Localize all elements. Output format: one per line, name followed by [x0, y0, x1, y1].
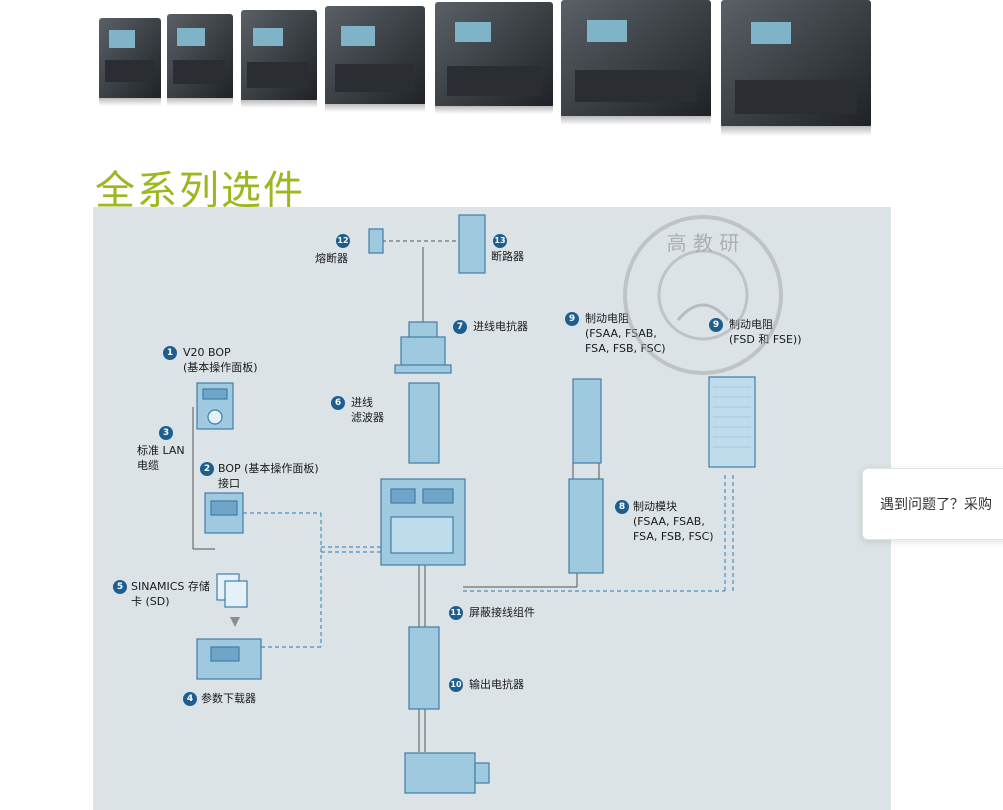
callout-12-number: 12 [336, 234, 350, 248]
watermark-seal: 高 教 研 [623, 215, 783, 375]
drive-3 [241, 10, 317, 108]
callout-13-label: 断路器 [491, 250, 524, 263]
drive-4 [325, 6, 425, 112]
drive-1 [99, 18, 161, 106]
diagram-panel: 1 V20 BOP (基本操作面板) 2 BOP (基本操作面板) 接口 3 标… [93, 207, 891, 810]
callout-2-number: 2 [200, 462, 214, 476]
chat-popup[interactable]: 遇到问题了？采购 [862, 468, 1003, 540]
callout-9a-label: 制动电阻 (FSAA, FSAB, FSA, FSB, FSC) [585, 312, 666, 355]
drive-6 [561, 0, 711, 125]
callout-3-number: 3 [159, 426, 173, 440]
callout-11-number: 11 [449, 606, 463, 620]
drive-7 [721, 0, 871, 136]
product-lineup-image [99, 0, 871, 136]
callout-4-number: 4 [183, 692, 197, 706]
chat-prompt-text[interactable]: 遇到问题了？采购 [880, 497, 992, 513]
callout-6-number: 6 [331, 396, 345, 410]
section-heading: 全系列选件 [95, 168, 305, 214]
callout-9b-label: 制动电阻 (FSD 和 FSE)) [729, 318, 802, 346]
callout-11-label: 屏蔽接线组件 [469, 606, 535, 619]
callout-7-label: 进线电抗器 [473, 320, 528, 333]
callout-5-label: SINAMICS 存储 卡 (SD) [131, 580, 210, 608]
callout-8-label: 制动模块 (FSAA, FSAB, FSA, FSB, FSC) [633, 500, 714, 543]
callout-3-label: 标准 LAN 电缆 [137, 444, 185, 472]
callout-13-number: 13 [493, 234, 507, 248]
wiring-lines [192, 214, 756, 794]
drive-2 [167, 14, 233, 106]
drive-5 [435, 2, 553, 114]
callout-5-number: 5 [113, 580, 127, 594]
callout-10-label: 输出电抗器 [469, 678, 524, 691]
callout-12-label: 熔断器 [315, 252, 348, 265]
watermark-text: 高 教 研 [667, 231, 740, 255]
callout-10-number: 10 [449, 678, 463, 692]
callout-1-label: V20 BOP (基本操作面板) [183, 346, 258, 374]
callout-2-label: BOP (基本操作面板) 接口 [218, 462, 319, 490]
callout-1-number: 1 [163, 346, 177, 360]
callout-6-label: 进线 滤波器 [351, 396, 384, 424]
callout-9a-number: 9 [565, 312, 579, 326]
callout-8-number: 8 [615, 500, 629, 514]
callout-7-number: 7 [453, 320, 467, 334]
callout-9b-number: 9 [709, 318, 723, 332]
callout-4-label: 参数下载器 [201, 692, 256, 705]
